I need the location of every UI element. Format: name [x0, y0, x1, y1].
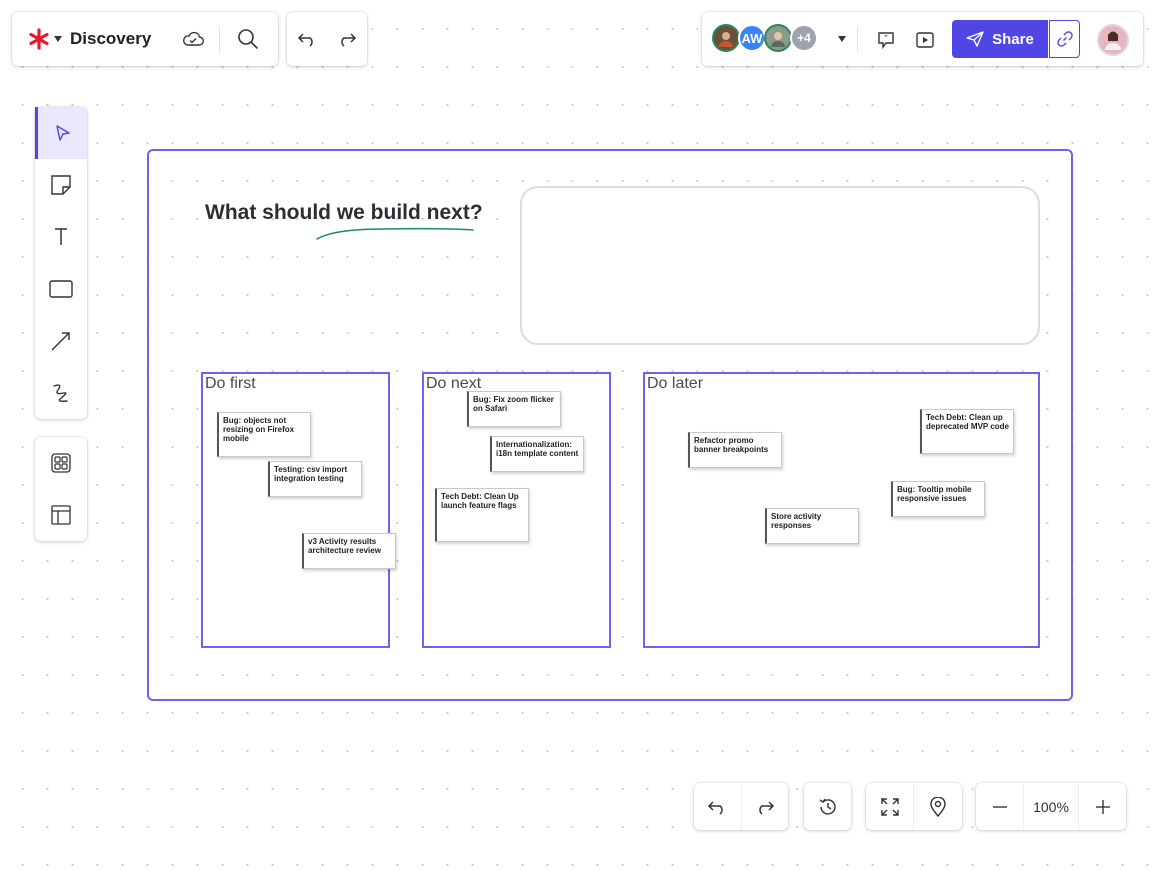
history-clock-icon: [819, 798, 836, 815]
plus-icon: [1095, 799, 1110, 814]
board-menu[interactable]: [28, 28, 62, 50]
sticky-note[interactable]: Bug: objects not resizing on Firefox mob…: [217, 412, 311, 457]
share-label: Share: [992, 30, 1034, 48]
send-icon: [966, 31, 984, 47]
templates-toolbar: [35, 437, 87, 541]
avatar[interactable]: [764, 24, 792, 52]
templates-tool[interactable]: [35, 489, 87, 541]
empty-note-box[interactable]: [520, 186, 1040, 345]
text-tool[interactable]: [35, 211, 87, 263]
avatar-overflow-count[interactable]: +4: [790, 24, 818, 52]
location-button[interactable]: [914, 783, 961, 830]
search-icon: [238, 29, 259, 49]
select-tool[interactable]: [35, 107, 87, 159]
board-title[interactable]: Discovery: [70, 29, 152, 48]
sticky-note[interactable]: Bug: Tooltip mobile responsive issues: [891, 481, 985, 517]
zoom-level[interactable]: 100%: [1033, 798, 1069, 815]
toolbar-divider: [857, 26, 858, 52]
sticky-note[interactable]: Refactor promo banner breakpoints: [688, 432, 782, 468]
view-panel: [866, 783, 962, 830]
grid-icon: [51, 453, 71, 473]
present-button[interactable]: [913, 28, 937, 52]
column-title: Do first: [205, 375, 256, 392]
undo-button[interactable]: [287, 12, 327, 66]
comments-button[interactable]: ”: [874, 28, 898, 52]
fit-to-screen-button[interactable]: [866, 783, 913, 830]
collaborators-dropdown[interactable]: [835, 32, 849, 46]
redo-icon: [341, 33, 357, 47]
toolbar-divider: [740, 783, 742, 830]
sticky-note[interactable]: Internationalization: i18n template cont…: [490, 436, 584, 472]
zoom-panel: 100%: [976, 783, 1126, 830]
caret-down-icon: [838, 36, 846, 42]
play-icon: [916, 32, 934, 48]
layout-icon: [51, 505, 71, 525]
sticky-note-icon: [51, 175, 71, 195]
history-button[interactable]: [804, 783, 851, 830]
cursor-icon: [55, 125, 70, 141]
bottom-undo-redo-panel: [694, 783, 788, 830]
sticky-note-tool[interactable]: [35, 159, 87, 211]
toolbar-divider: [219, 26, 221, 52]
cloud-check-icon: [183, 31, 205, 46]
rectangle-icon: [49, 280, 73, 298]
minus-icon: [992, 805, 1007, 808]
sticky-note[interactable]: v3 Activity results architecture review: [302, 533, 396, 569]
redo-icon: [759, 800, 774, 815]
frame-question-heading[interactable]: What should we build next?: [205, 201, 483, 224]
cloud-sync-button[interactable]: [181, 27, 205, 51]
history-panel: [804, 783, 851, 830]
toolbar-divider: [1078, 783, 1079, 830]
share-button[interactable]: Share: [952, 20, 1048, 58]
sticky-note[interactable]: Testing: csv import integration testing: [268, 461, 362, 497]
sticky-note[interactable]: Store activity responses: [765, 508, 859, 544]
toolbar-divider: [913, 783, 914, 830]
person-icon: [719, 32, 733, 47]
sticky-note[interactable]: Tech Debt: Clean up deprecated MVP code: [920, 409, 1014, 454]
caret-down-icon: [54, 36, 62, 42]
scribble-icon: [53, 384, 68, 402]
overflow-count-label: +4: [797, 31, 811, 45]
user-avatar[interactable]: [1097, 24, 1129, 56]
connector-tool[interactable]: [35, 315, 87, 367]
column-title: Do later: [647, 375, 704, 392]
column-title: Do next: [426, 375, 482, 392]
search-button[interactable]: [236, 27, 260, 51]
expand-icon: [880, 797, 899, 816]
tools-toolbar: [35, 107, 87, 419]
toolbar-divider: [1023, 783, 1024, 830]
pen-tool[interactable]: [35, 367, 87, 419]
apps-tool[interactable]: [35, 437, 87, 489]
link-icon: [1056, 31, 1073, 47]
underline-stroke: [316, 227, 474, 240]
undo-redo-panel: [287, 12, 367, 66]
board-title-panel: Discovery: [12, 12, 278, 66]
copy-link-button[interactable]: [1049, 20, 1080, 58]
avatar-initials-label: AW: [741, 30, 763, 46]
text-icon: [55, 228, 67, 245]
undo-icon: [297, 33, 313, 47]
shape-tool[interactable]: [35, 263, 87, 315]
avatar-initials[interactable]: AW: [738, 24, 766, 52]
sticky-note[interactable]: Bug: Fix zoom flicker on Safari: [467, 391, 561, 427]
undo-icon: [708, 800, 723, 815]
person-icon: [1105, 31, 1121, 50]
comment-quote-icon: ”: [878, 32, 894, 49]
redo-button[interactable]: [741, 783, 788, 830]
avatar[interactable]: [712, 24, 740, 52]
asterisk-logo-icon: [29, 28, 49, 50]
board-frame[interactable]: [147, 149, 1073, 701]
zoom-out-button[interactable]: [976, 783, 1023, 830]
sticky-note[interactable]: Tech Debt: Clean Up launch feature flags: [435, 488, 529, 542]
svg-text:”: ”: [884, 34, 888, 43]
person-icon: [771, 32, 785, 47]
map-pin-icon: [929, 796, 946, 817]
undo-button[interactable]: [694, 783, 741, 830]
redo-button[interactable]: [327, 12, 367, 66]
arrow-icon: [51, 332, 70, 351]
collaborator-avatars[interactable]: AW +4: [712, 24, 818, 52]
zoom-in-button[interactable]: [1079, 783, 1126, 830]
